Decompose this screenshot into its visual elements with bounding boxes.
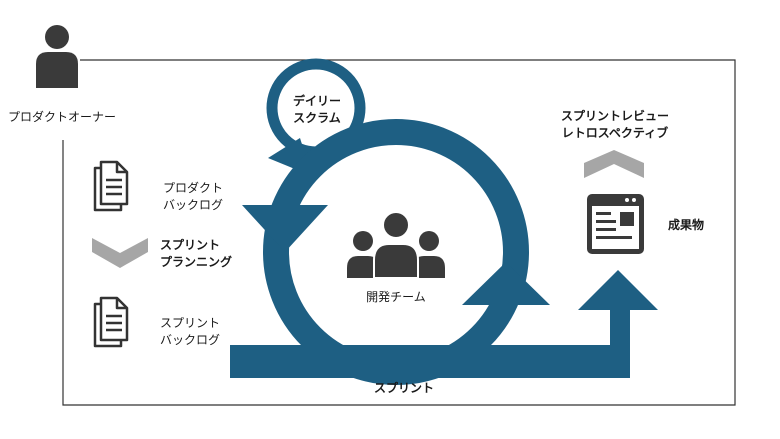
sprint-backlog-label: スプリント バックログ [160, 316, 221, 347]
browser-window-icon [587, 194, 644, 254]
owner-label: プロダクトオーナー [8, 110, 117, 124]
frame [62, 59, 736, 406]
sprint-arrow [230, 270, 658, 378]
sprint-planning-label: スプリント プランニング [160, 238, 233, 269]
product-backlog-label: プロダクト バックログ [163, 181, 224, 212]
document-stack-icon [93, 296, 129, 348]
review-label: スプリントレビュー レトロスペクティブ [560, 109, 669, 140]
document-stack-icon [93, 160, 129, 212]
team-icon [347, 211, 445, 279]
cycle-arrow-left [242, 205, 328, 252]
chevron-down-icon [92, 238, 148, 268]
dev-team-label: 開発チーム [366, 290, 426, 304]
sprint-label: スプリント [373, 381, 434, 395]
daily-scrum-label: デイリー スクラム [292, 94, 341, 125]
chevron-up-icon [584, 150, 644, 178]
person-icon [36, 25, 78, 88]
cycle-arrow-right [462, 262, 550, 305]
deliverable-label: 成果物 [668, 218, 705, 232]
